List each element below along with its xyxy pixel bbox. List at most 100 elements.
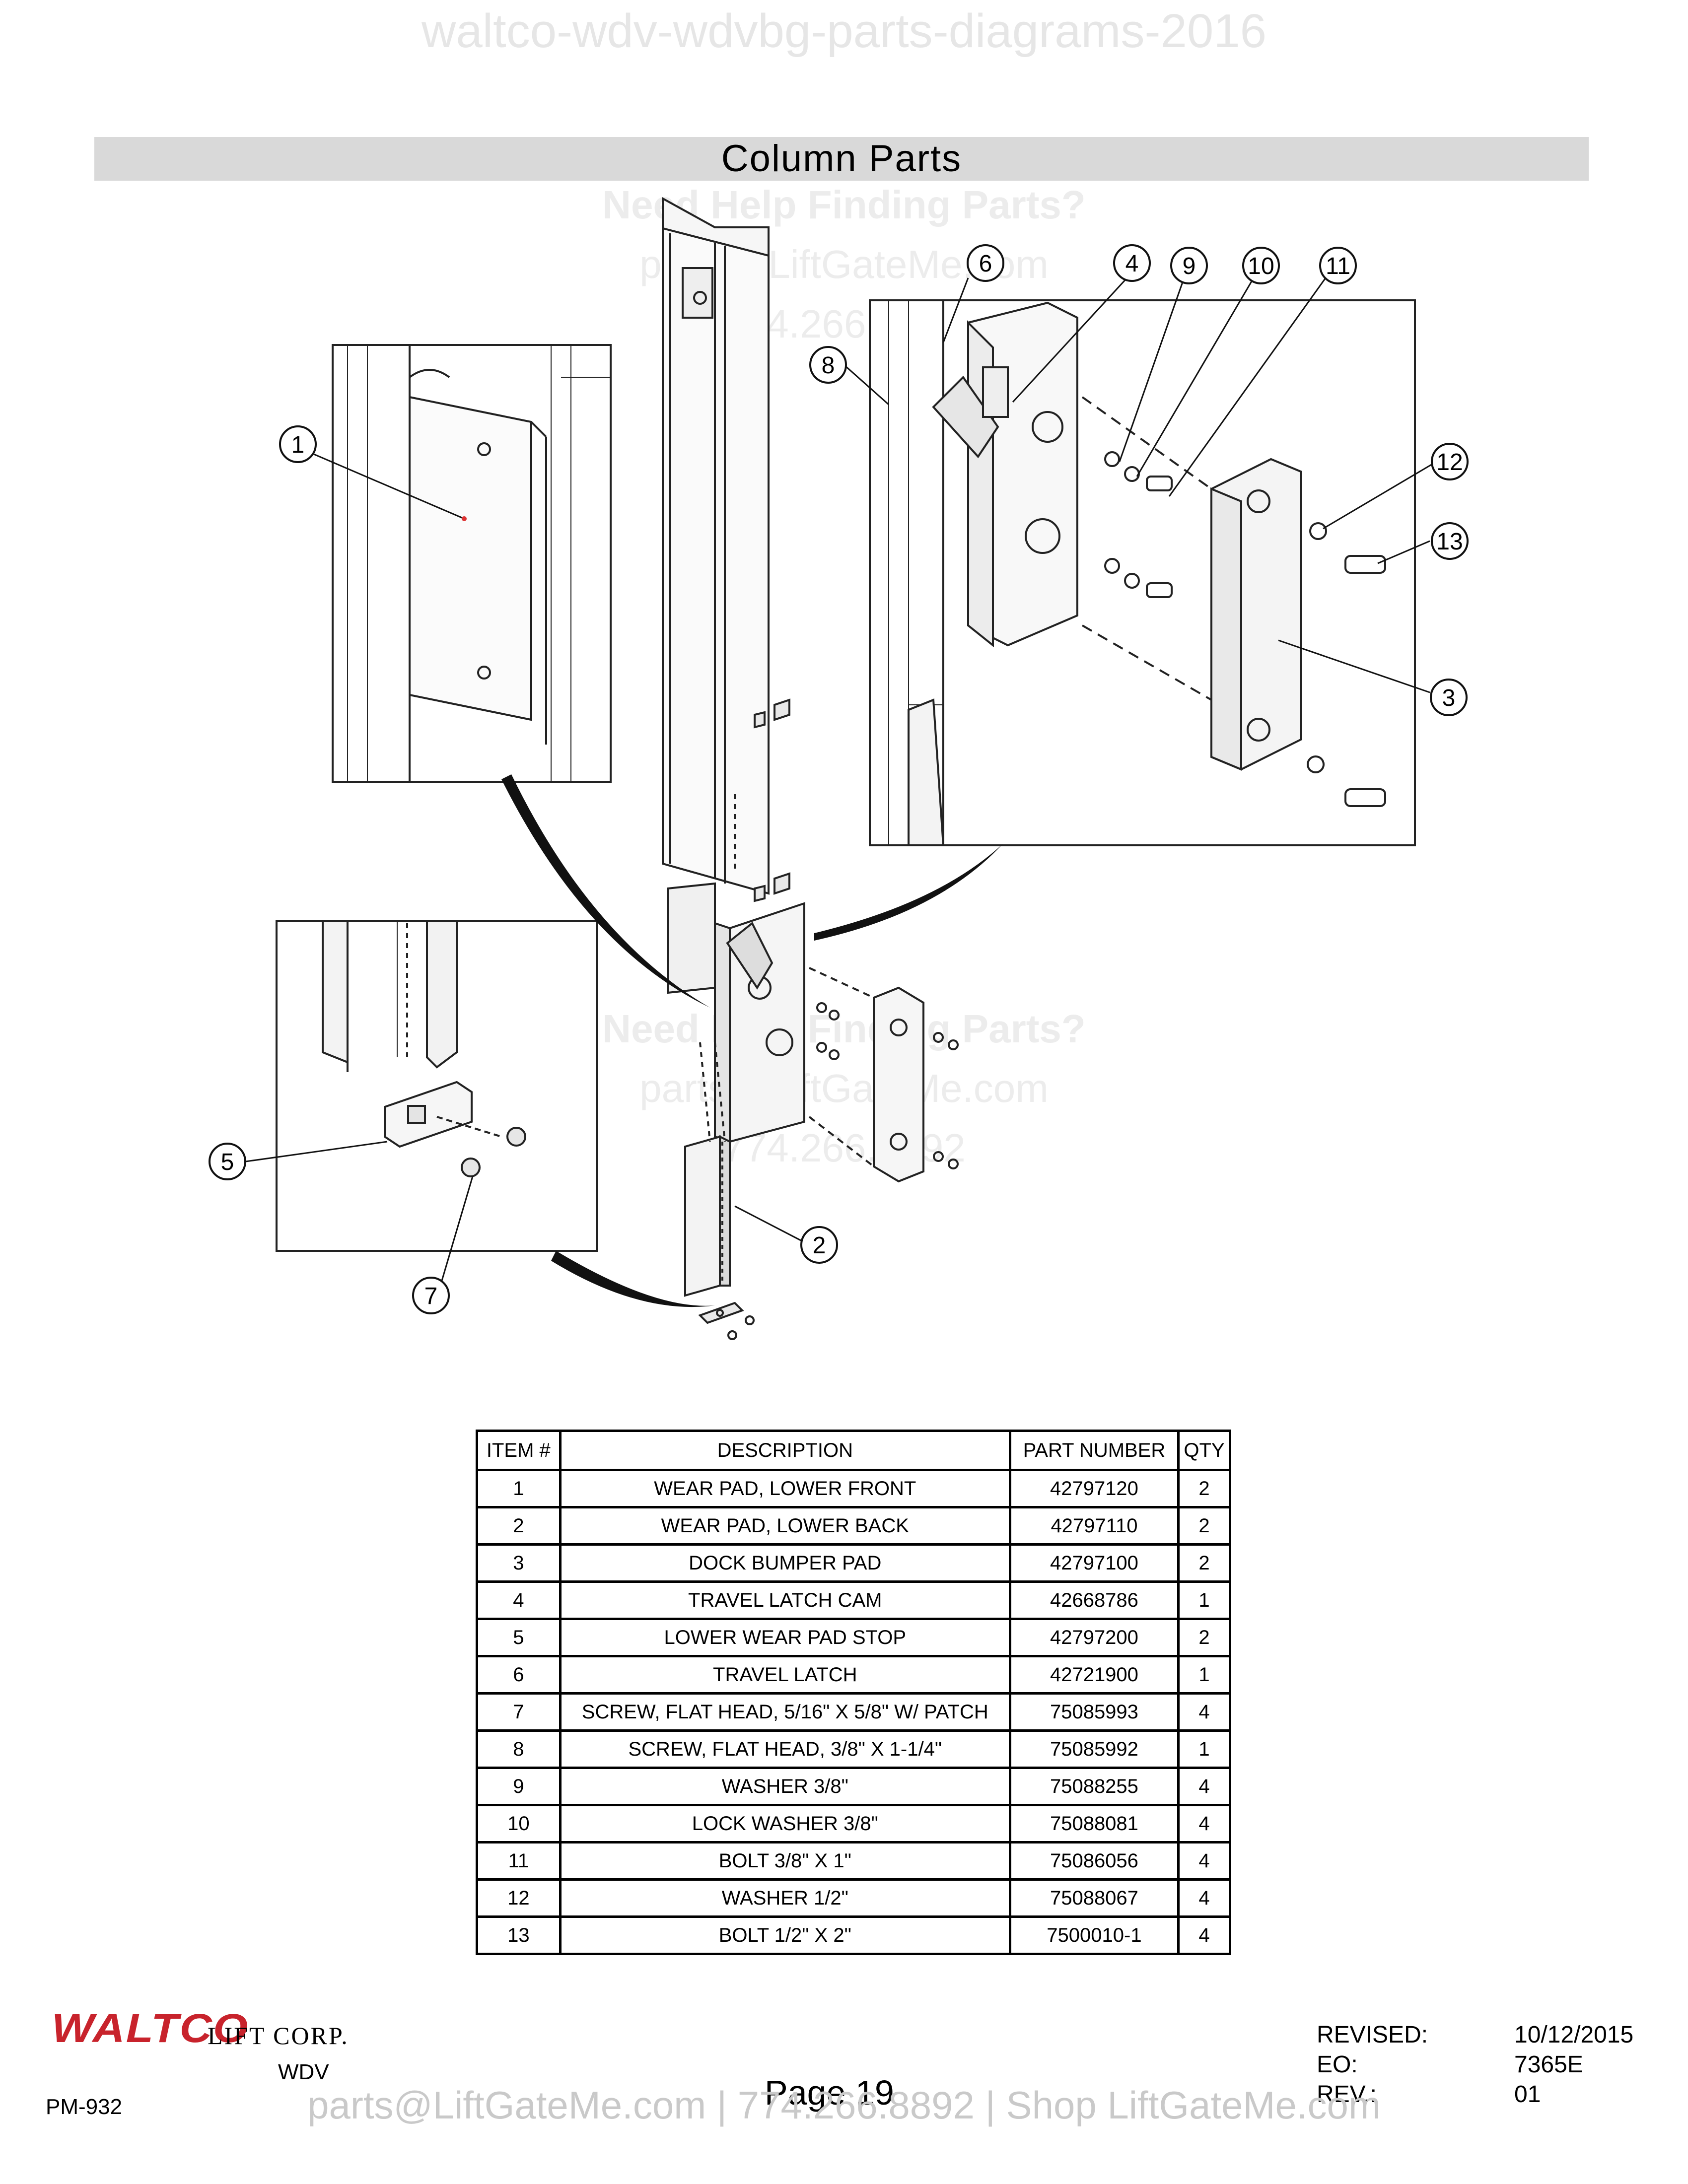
title-bar — [94, 137, 1589, 181]
cell-qty: 2 — [1177, 1618, 1231, 1657]
cell-qty: 1 — [1177, 1729, 1231, 1769]
callout-1-label: 1 — [291, 432, 305, 458]
cell-description: TRAVEL LATCH — [559, 1655, 1011, 1695]
detail-box-2 — [869, 299, 1416, 846]
callout-9-label: 9 — [1183, 253, 1196, 279]
cell-qty: 2 — [1177, 1469, 1231, 1508]
callout-5-label: 5 — [221, 1149, 234, 1175]
callout-12: 12 — [1431, 443, 1469, 480]
cell-item: 8 — [476, 1729, 562, 1769]
cell-description: WASHER 3/8" — [559, 1767, 1011, 1806]
callout-8: 8 — [809, 346, 847, 384]
callout-7: 7 — [412, 1277, 450, 1314]
callout-12-label: 12 — [1436, 449, 1463, 476]
cell-qty: 4 — [1177, 1767, 1231, 1806]
cell-qty: 2 — [1177, 1543, 1231, 1583]
cell-item: 5 — [476, 1618, 562, 1657]
callout-8-label: 8 — [822, 352, 835, 379]
cell-description: WEAR PAD, LOWER FRONT — [559, 1469, 1011, 1508]
callout-10-label: 10 — [1248, 253, 1274, 279]
callout-10: 10 — [1242, 247, 1280, 284]
cell-item: 13 — [476, 1915, 562, 1955]
cell-qty: 4 — [1177, 1915, 1231, 1955]
cell-description: LOCK WASHER 3/8" — [559, 1804, 1011, 1843]
cell-part-number: 75085992 — [1008, 1729, 1180, 1769]
callout-7-label: 7 — [424, 1283, 438, 1309]
cell-part-number: 42797100 — [1008, 1543, 1180, 1583]
table-header-row: ITEM # DESCRIPTION PART NUMBER QTY — [476, 1430, 1231, 1471]
cell-qty: 4 — [1177, 1841, 1231, 1881]
cell-part-number: 75088081 — [1008, 1804, 1180, 1843]
cell-item: 9 — [476, 1767, 562, 1806]
waltco-logo: WALTCO — [52, 2006, 249, 2051]
detail-box-1 — [332, 344, 612, 783]
cell-description: WEAR PAD, LOWER BACK — [559, 1506, 1011, 1546]
col-header-description: DESCRIPTION — [559, 1430, 1011, 1471]
callout-11: 11 — [1319, 247, 1357, 284]
cell-description: SCREW, FLAT HEAD, 3/8" X 1-1/4" — [559, 1729, 1011, 1769]
cell-description: TRAVEL LATCH CAM — [559, 1580, 1011, 1620]
cell-item: 3 — [476, 1543, 562, 1583]
revised-label: REVISED: — [1317, 2022, 1428, 2048]
cell-item: 12 — [476, 1878, 562, 1918]
callout-6: 6 — [967, 244, 1004, 282]
cell-description: SCREW, FLAT HEAD, 5/16" X 5/8" W/ PATCH — [559, 1692, 1011, 1732]
cell-part-number: 75088067 — [1008, 1878, 1180, 1918]
cell-part-number: 75086056 — [1008, 1841, 1180, 1881]
detail-connectors — [501, 774, 1003, 1307]
watermark-top: waltco-wdv-wdvbg-parts-diagrams-2016 — [422, 4, 1266, 58]
rev-value: 01 — [1514, 2081, 1541, 2108]
cell-description: BOLT 3/8" X 1" — [559, 1841, 1011, 1881]
cell-part-number: 42797200 — [1008, 1618, 1180, 1657]
page-title: Column Parts — [721, 137, 962, 180]
callout-4: 4 — [1113, 244, 1151, 282]
detail-box-3 — [276, 920, 598, 1252]
cell-item: 10 — [476, 1804, 562, 1843]
cell-qty: 1 — [1177, 1655, 1231, 1695]
cell-qty: 2 — [1177, 1506, 1231, 1546]
cell-part-number: 42668786 — [1008, 1580, 1180, 1620]
callout-6-label: 6 — [979, 251, 992, 277]
cell-part-number: 75085993 — [1008, 1692, 1180, 1732]
cell-qty: 1 — [1177, 1580, 1231, 1620]
cell-item: 2 — [476, 1506, 562, 1546]
cell-qty: 4 — [1177, 1692, 1231, 1732]
cell-part-number: 7500010-1 — [1008, 1915, 1180, 1955]
cell-qty: 4 — [1177, 1878, 1231, 1918]
doc-code: PM-932 — [46, 2095, 123, 2119]
cell-item: 7 — [476, 1692, 562, 1732]
cell-part-number: 75088255 — [1008, 1767, 1180, 1806]
cell-description: WASHER 1/2" — [559, 1878, 1011, 1918]
col-header-part-number: PART NUMBER — [1008, 1430, 1180, 1471]
leader-lines — [245, 277, 1433, 1281]
cell-qty: 4 — [1177, 1804, 1231, 1843]
page-number: Page 19 — [765, 2073, 894, 2112]
cell-description: LOWER WEAR PAD STOP — [559, 1618, 1011, 1657]
callout-3-label: 3 — [1442, 685, 1456, 711]
cell-part-number: 42797120 — [1008, 1469, 1180, 1508]
callout-13: 13 — [1431, 522, 1469, 560]
cell-part-number: 42797110 — [1008, 1506, 1180, 1546]
callout-11-label: 11 — [1326, 253, 1350, 279]
company-name: LIFT CORP. — [208, 2022, 349, 2049]
cell-item: 4 — [476, 1580, 562, 1620]
col-header-item: ITEM # — [476, 1430, 562, 1471]
callout-2-label: 2 — [813, 1232, 826, 1259]
eo-value: 7365E — [1514, 2051, 1583, 2078]
cell-description: DOCK BUMPER PAD — [559, 1543, 1011, 1583]
callout-5: 5 — [209, 1143, 246, 1180]
watermark-low-line1: Need Help Finding Parts? — [602, 1007, 1085, 1051]
cell-description: BOLT 1/2" X 2" — [559, 1915, 1011, 1955]
eo-label: EO: — [1317, 2051, 1358, 2078]
